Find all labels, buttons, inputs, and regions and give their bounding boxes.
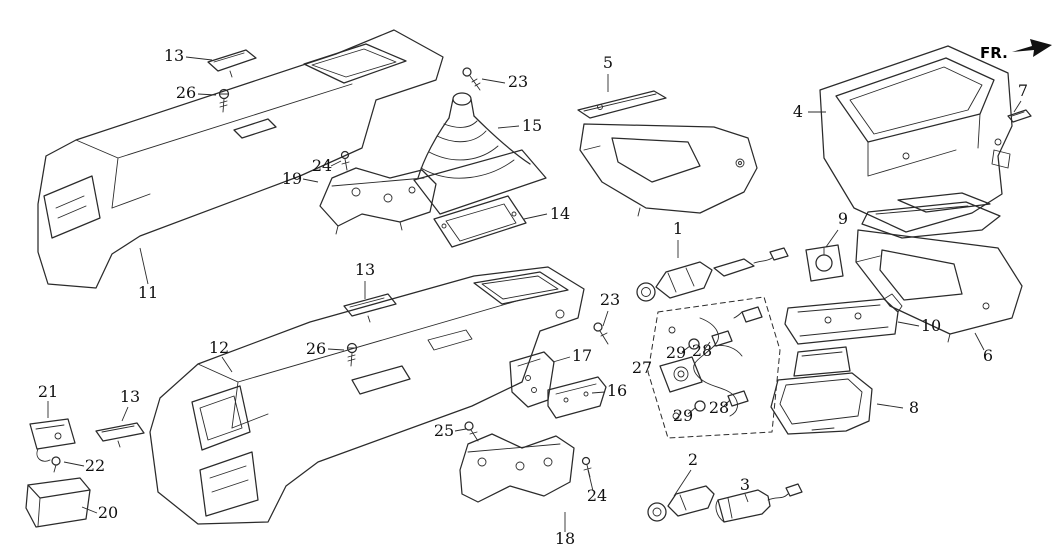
label-14: 14 bbox=[550, 204, 570, 223]
part-26-screw-top bbox=[218, 88, 230, 113]
part-11-front-console bbox=[37, 29, 444, 289]
part-16-side-garnish bbox=[547, 376, 607, 419]
label-1: 1 bbox=[673, 219, 683, 238]
label-27: 27 bbox=[632, 358, 652, 377]
leader-lines bbox=[47, 56, 1022, 532]
label-13-top: 13 bbox=[164, 46, 184, 65]
label-22: 22 bbox=[85, 456, 105, 475]
label-10: 10 bbox=[921, 316, 941, 335]
part-26-screw-middle bbox=[346, 342, 358, 367]
part-5-console-bracket bbox=[577, 90, 758, 217]
label-29-b: 29 bbox=[673, 406, 693, 425]
part-6-rear-console bbox=[855, 192, 1023, 343]
label-20: 20 bbox=[98, 503, 118, 522]
part-7-clip bbox=[1007, 109, 1032, 123]
label-23-middle: 23 bbox=[600, 290, 620, 309]
label-5: 5 bbox=[603, 53, 613, 72]
part-22-plug bbox=[51, 456, 61, 473]
label-16: 16 bbox=[607, 381, 627, 400]
part-12-rear-console bbox=[149, 266, 585, 525]
part-8-ashtray bbox=[770, 346, 873, 435]
label-2: 2 bbox=[688, 450, 698, 469]
part-4-console-box bbox=[819, 45, 1013, 233]
part-27-wiring-kit bbox=[647, 296, 781, 439]
label-29-a: 29 bbox=[666, 343, 686, 362]
label-25: 25 bbox=[434, 421, 454, 440]
label-23-top: 23 bbox=[508, 72, 528, 91]
label-12: 12 bbox=[209, 338, 229, 357]
label-21: 21 bbox=[38, 382, 58, 401]
part-1-lighter-assembly bbox=[636, 247, 789, 302]
part-20-pocket-box bbox=[25, 477, 91, 528]
part-10-mount-plate bbox=[784, 293, 903, 345]
part-25-screw bbox=[464, 421, 479, 442]
part-13-lid-bottom bbox=[95, 422, 145, 448]
part-number-labels: 13 26 23 15 5 4 7 19 24 14 11 13 23 26 1… bbox=[38, 46, 1028, 548]
part-14-plate bbox=[433, 195, 527, 248]
part-18-bracket bbox=[459, 433, 575, 503]
label-26-middle: 26 bbox=[306, 339, 326, 358]
label-19: 19 bbox=[282, 169, 302, 188]
part-23-screw-top bbox=[462, 67, 481, 91]
label-15: 15 bbox=[522, 116, 542, 135]
fr-arrow-icon bbox=[1012, 39, 1052, 57]
label-4: 4 bbox=[793, 102, 803, 121]
label-11: 11 bbox=[138, 283, 158, 302]
part-2-lighter-knob bbox=[647, 485, 715, 522]
label-26-top: 26 bbox=[176, 83, 196, 102]
label-18: 18 bbox=[555, 529, 575, 548]
part-13-lid-top bbox=[207, 49, 257, 78]
fr-direction-indicator: FR. bbox=[980, 39, 1052, 62]
part-13-lid-middle bbox=[343, 293, 397, 323]
part-3-lighter-socket bbox=[715, 483, 803, 523]
label-9: 9 bbox=[838, 209, 848, 228]
part-24-screw-bottom bbox=[581, 456, 592, 478]
label-24-bottom: 24 bbox=[587, 486, 607, 505]
part-19-bracket bbox=[319, 167, 437, 235]
label-28-a: 28 bbox=[692, 341, 712, 360]
label-8: 8 bbox=[909, 398, 919, 417]
label-13-middle: 13 bbox=[355, 260, 375, 279]
part-21-bracket-clip bbox=[29, 418, 76, 462]
label-17: 17 bbox=[572, 346, 592, 365]
part-24-screw-top bbox=[340, 150, 350, 171]
label-3: 3 bbox=[740, 475, 750, 494]
label-24-top: 24 bbox=[312, 156, 332, 175]
label-7: 7 bbox=[1018, 81, 1028, 100]
label-13-bottom: 13 bbox=[120, 387, 140, 406]
label-28-b: 28 bbox=[709, 398, 729, 417]
part-9-clip bbox=[805, 244, 844, 282]
part-15-shift-boot bbox=[413, 92, 547, 215]
label-6: 6 bbox=[983, 346, 993, 365]
part-23-screw-middle bbox=[593, 322, 609, 345]
fr-label: FR. bbox=[980, 44, 1008, 62]
